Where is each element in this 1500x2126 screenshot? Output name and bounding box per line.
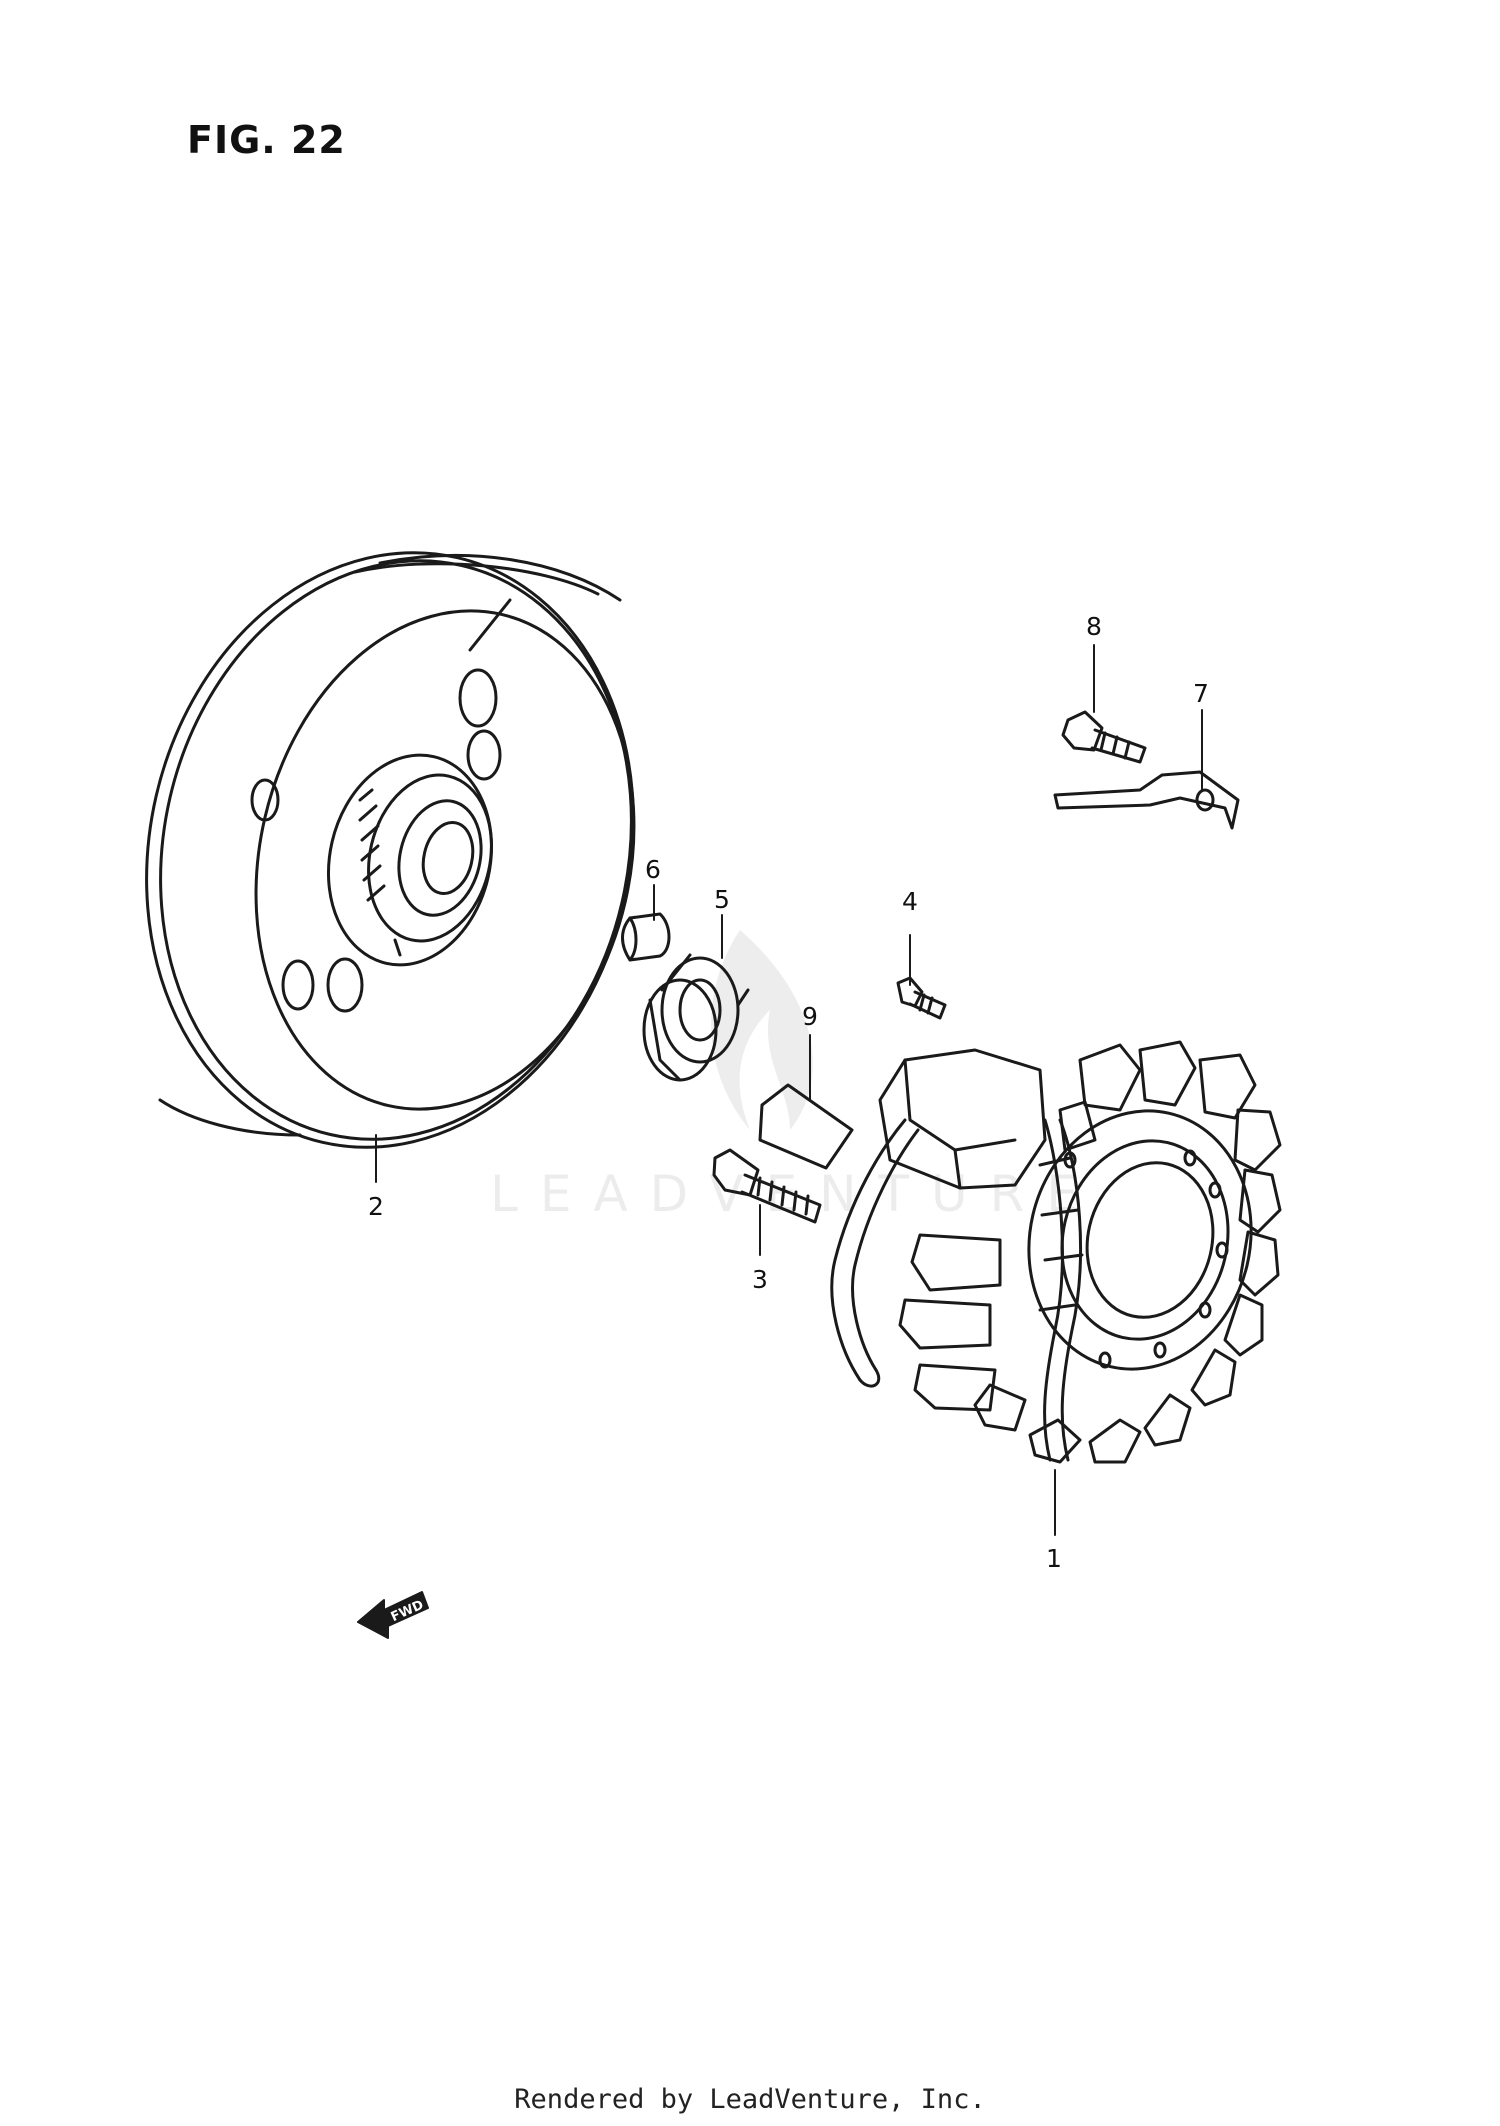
callout-4: 4 xyxy=(902,887,918,916)
part-9-plate[interactable] xyxy=(758,1083,854,1170)
part-6-key[interactable] xyxy=(621,912,671,962)
callout-1: 1 xyxy=(1046,1544,1062,1573)
part-8-bolt[interactable] xyxy=(1061,710,1147,764)
footer-credit: Rendered by LeadVenture, Inc. xyxy=(514,2084,986,2115)
leader-lines xyxy=(375,644,1203,1536)
callout-5: 5 xyxy=(714,885,730,914)
part-2-flywheel-rotor[interactable] xyxy=(89,504,692,1197)
callout-7: 7 xyxy=(1193,679,1209,708)
part-4-screw[interactable] xyxy=(896,976,947,1020)
leadventure-flame-logo xyxy=(711,930,813,1130)
part-3-bolt[interactable] xyxy=(712,1148,822,1224)
callout-labels: 1 2 3 4 5 6 7 8 9 xyxy=(368,612,1209,1573)
callout-2: 2 xyxy=(368,1192,384,1221)
callout-9: 9 xyxy=(802,1002,818,1031)
callout-8: 8 xyxy=(1086,612,1102,641)
fwd-arrow-icon: FWD xyxy=(357,1591,429,1639)
figure-title: FIG. 22 xyxy=(187,118,346,162)
callout-6: 6 xyxy=(645,855,661,884)
part-1-stator[interactable] xyxy=(830,1040,1282,1464)
callout-3: 3 xyxy=(752,1265,768,1294)
part-5-collar[interactable] xyxy=(642,953,750,1082)
part-7-clamp[interactable] xyxy=(1053,770,1240,830)
